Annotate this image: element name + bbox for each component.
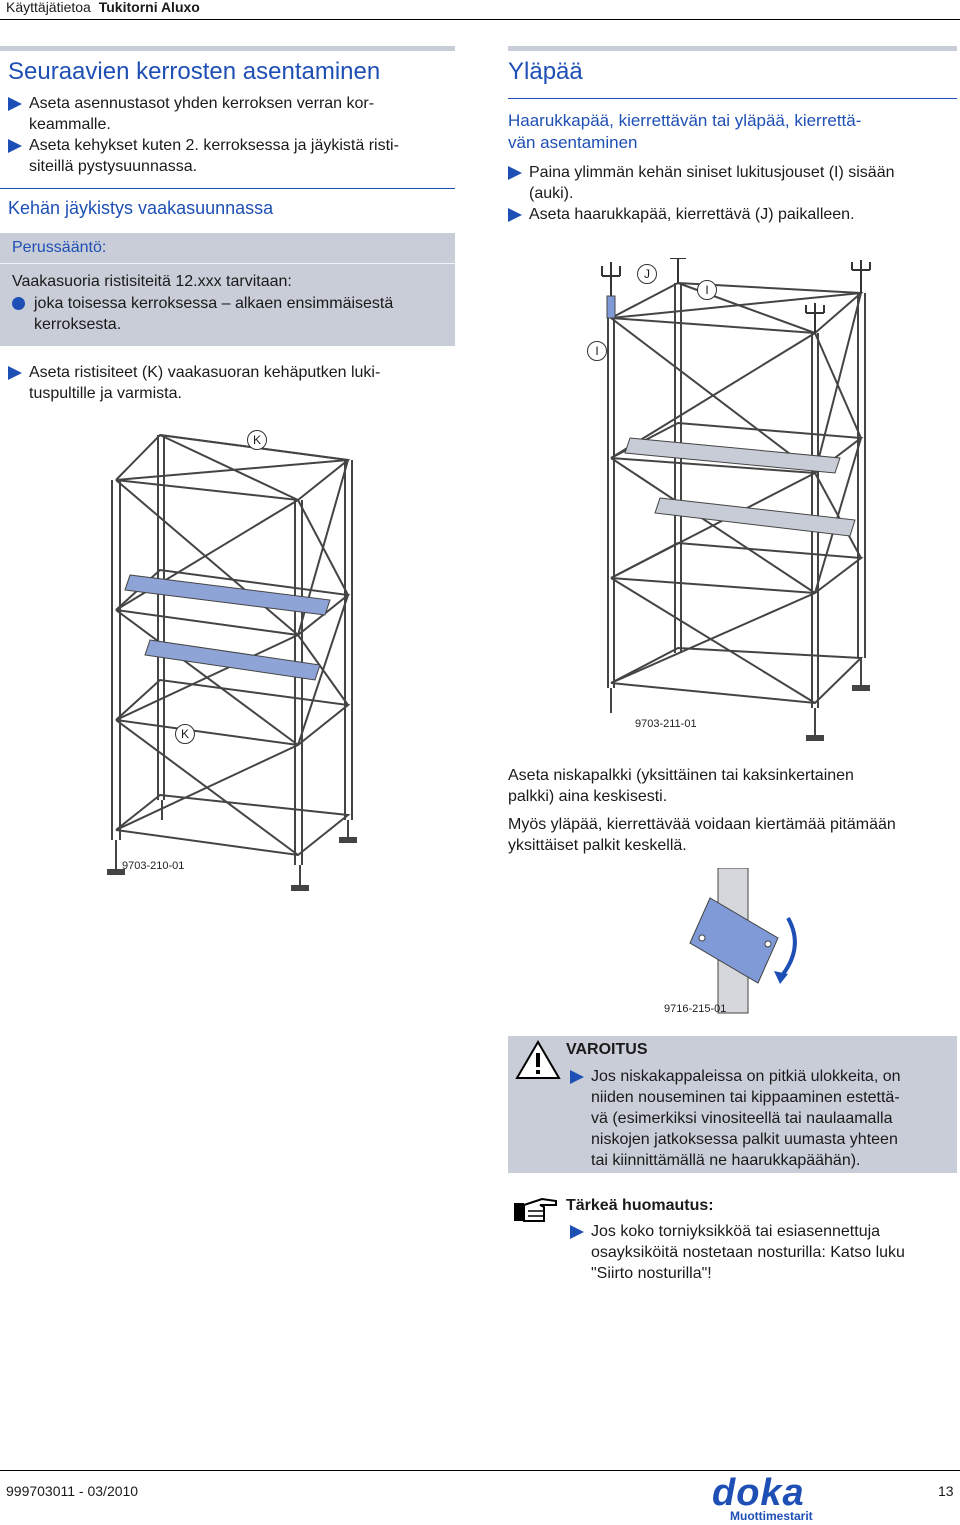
warning-box xyxy=(508,1036,957,1173)
scaffold-tower-figure-right xyxy=(601,258,871,741)
arrow-bullet-icon xyxy=(508,208,522,222)
beam-rotation-figure xyxy=(689,868,797,1014)
right-bullet-1-text: Paina ylimmän kehän siniset lukitusjouse… xyxy=(529,164,895,202)
rule-bullet-text: joka toisessa kerroksessa – alkaen ensim… xyxy=(34,295,394,333)
right-bullet-1: Paina ylimmän kehän siniset lukitusjouse… xyxy=(508,162,957,204)
rule-title: Perussääntö: xyxy=(12,239,107,256)
left-bullet-2: Aseta kehykset kuten 2. kerroksessa ja j… xyxy=(8,135,455,177)
right-bullet-list: Paina ylimmän kehän siniset lukitusjouse… xyxy=(508,162,957,225)
arrow-bullet-icon xyxy=(570,1225,584,1239)
rule-bullet: joka toisessa kerroksessa – alkaen ensim… xyxy=(12,293,442,335)
left-subheading: Kehän jäykistys vaakasuunnassa xyxy=(8,198,274,218)
left-bullet-list-2: Aseta ristisiteet (K) vaakasuoran kehäpu… xyxy=(8,362,455,404)
right-paragraph-2: Myös yläpää, kierrettävää voidaan kiertä… xyxy=(508,816,896,854)
rule-separator xyxy=(0,263,455,264)
left-bullet-3-text: Aseta ristisiteet (K) vaakasuoran kehäpu… xyxy=(29,364,381,402)
page-header: Käyttäjätietoa Tukitorni Aluxo xyxy=(0,0,960,18)
header-title: Tukitorni Aluxo xyxy=(98,0,200,15)
note-text: Jos koko torniyksikköä tai esiasennettuj… xyxy=(591,1223,905,1282)
doka-logo: doka Muottimestarit xyxy=(712,1472,854,1523)
header-prefix: Käyttäjätietoa xyxy=(6,0,91,15)
left-bullet-list: Aseta asennustasot yhden kerroksen verra… xyxy=(8,93,455,177)
callout-j: J xyxy=(637,264,657,284)
callout-k-top: K xyxy=(247,430,267,450)
arrow-bullet-icon xyxy=(570,1070,584,1084)
basic-rule-box: Perussääntö: Vaakasuoria ristisiteitä 12… xyxy=(0,233,455,346)
warning-title: VAROITUS xyxy=(566,1041,648,1058)
warning-list: Jos niskakappaleissa on pitkiä ulokkeita… xyxy=(570,1066,955,1171)
right-column-bar xyxy=(508,46,957,51)
left-bullet-1: Aseta asennustasot yhden kerroksen verra… xyxy=(8,93,455,135)
right-heading: Yläpää xyxy=(508,58,583,85)
scaffold-tower-figure-left xyxy=(107,433,357,891)
header-divider xyxy=(0,19,960,20)
note-bullet: Jos koko torniyksikköä tai esiasennettuj… xyxy=(570,1221,955,1284)
pointing-hand-icon xyxy=(514,1197,557,1222)
right-paragraph-1: Aseta niskapalkki (yksittäinen tai kaksi… xyxy=(508,767,854,805)
left-bullet-2-text: Aseta kehykset kuten 2. kerroksessa ja j… xyxy=(29,137,399,175)
right-heading-rule xyxy=(508,98,957,99)
figure-code-right: 9703-211-01 xyxy=(635,718,697,730)
callout-i-left: I xyxy=(587,341,607,361)
logo-wordmark: doka xyxy=(712,1472,805,1514)
warning-text: Jos niskakappaleissa on pitkiä ulokkeita… xyxy=(591,1068,901,1169)
footer-doc-number: 999703011 - 03/2010 xyxy=(6,1483,139,1499)
warning-bullet: Jos niskakappaleissa on pitkiä ulokkeita… xyxy=(570,1066,955,1171)
arrow-bullet-icon xyxy=(8,366,22,380)
left-bullet-3: Aseta ristisiteet (K) vaakasuoran kehäpu… xyxy=(8,362,455,404)
figure-code-rotation: 9716-215-01 xyxy=(664,1003,727,1015)
figure-code-left: 9703-210-01 xyxy=(122,860,185,872)
left-heading: Seuraavien kerrosten asentaminen xyxy=(8,58,381,85)
right-bullet-2: Aseta haarukkapää, kierrettävä (J) paika… xyxy=(508,204,957,225)
callout-k-bottom: K xyxy=(175,724,195,744)
logo-subtitle: Muottimestarit xyxy=(730,1509,813,1523)
left-bullet-1-text: Aseta asennustasot yhden kerroksen verra… xyxy=(29,95,375,133)
arrow-bullet-icon xyxy=(508,166,522,180)
arrow-bullet-icon xyxy=(8,97,22,111)
arrow-bullet-icon xyxy=(8,139,22,153)
right-subheading: Haarukkapää, kierrettävän tai yläpää, ki… xyxy=(508,111,862,152)
left-column-bar xyxy=(0,46,455,51)
note-title: Tärkeä huomautus: xyxy=(566,1197,714,1214)
callout-i-top: I xyxy=(697,280,717,300)
left-subheading-rule xyxy=(0,188,455,189)
warning-triangle-icon xyxy=(515,1040,561,1079)
right-bullet-2-text: Aseta haarukkapää, kierrettävä (J) paika… xyxy=(529,206,855,223)
footer-page-number: 13 xyxy=(938,1483,954,1499)
note-list: Jos koko torniyksikköä tai esiasennettuj… xyxy=(570,1221,955,1284)
rule-text: Vaakasuoria ristisiteitä 12.xxx tarvitaa… xyxy=(12,273,292,290)
footer-divider xyxy=(0,1470,960,1471)
dot-bullet-icon xyxy=(12,297,25,310)
